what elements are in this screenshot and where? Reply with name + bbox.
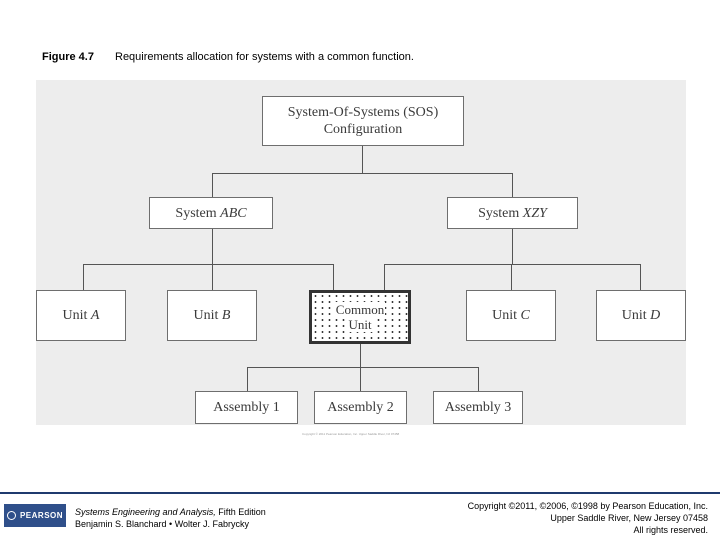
unit-b-box: Unit B <box>167 290 257 341</box>
figure-label: Figure 4.7 <box>42 51 94 63</box>
unit-a-box: Unit A <box>36 290 126 341</box>
unit-a-prefix: Unit <box>62 308 88 323</box>
sos-title-line1: System-Of-Systems (SOS) <box>287 105 439 120</box>
unit-c-name: C <box>520 308 530 323</box>
system-abc-name: ABC <box>220 205 247 221</box>
connector-to-assembly-2 <box>360 367 361 391</box>
connector-to-unit-d <box>640 264 641 290</box>
assembly-2-label: Assembly 2 <box>327 400 394 415</box>
connector-to-unit-b <box>212 264 213 290</box>
connector-common-down <box>360 344 361 367</box>
assembly-1-box: Assembly 1 <box>195 391 298 424</box>
footer-divider <box>0 492 720 494</box>
copyright-line-2: Upper Saddle River, New Jersey 07458 <box>550 513 708 523</box>
pearson-logo-text: PEARSON <box>19 511 64 520</box>
book-edition: Fifth Edition <box>215 507 266 517</box>
unit-b-name: B <box>221 308 231 323</box>
book-citation: Systems Engineering and Analysis, Fifth … <box>75 506 266 530</box>
unit-d-name: D <box>650 308 661 323</box>
connector-to-assembly-1 <box>247 367 248 391</box>
system-abc-box: System ABC <box>149 197 273 229</box>
connector-to-unit-a <box>83 264 84 290</box>
assembly-1-label: Assembly 1 <box>213 400 280 415</box>
unit-d-box: Unit D <box>596 290 686 341</box>
connector-root-down <box>362 146 363 173</box>
connector-to-assembly-3 <box>478 367 479 391</box>
figure-caption: Requirements allocation for systems with… <box>115 51 414 63</box>
connector-to-system-abc <box>212 173 213 197</box>
unit-c-box: Unit C <box>466 290 556 341</box>
connector-abc-bar <box>83 264 333 265</box>
connector-to-unit-c <box>511 264 512 290</box>
common-unit-line1: Common <box>334 302 386 317</box>
copyright-line-1: Copyright ©2011, ©2006, ©1998 by Pearson… <box>467 501 708 511</box>
assembly-2-box: Assembly 2 <box>314 391 407 424</box>
system-xzy-box: System XZY <box>447 197 578 229</box>
pearson-logo: PEARSON <box>4 504 66 527</box>
assembly-3-label: Assembly 3 <box>444 400 512 415</box>
book-title: Systems Engineering and Analysis, <box>75 507 216 517</box>
connector-systems-bar <box>212 173 513 174</box>
system-xzy-name: XZY <box>522 205 547 221</box>
unit-b-prefix: Unit <box>193 308 219 323</box>
copyright-line-3: All rights reserved. <box>633 525 708 535</box>
connector-abc-down <box>212 229 213 264</box>
assembly-3-box: Assembly 3 <box>433 391 523 424</box>
pearson-mark-icon <box>6 511 16 520</box>
book-authors: Benjamin S. Blanchard • Wolter J. Fabryc… <box>75 519 250 529</box>
common-unit-line2: Unit <box>347 317 373 332</box>
figure-copyright: Copyright © 2011 Pearson Education, Inc.… <box>302 432 400 436</box>
connector-assembly-bar <box>247 367 479 368</box>
sos-title-line2: Configuration <box>323 122 403 137</box>
sos-configuration-box: System-Of-Systems (SOS) Configuration <box>262 96 464 146</box>
unit-c-prefix: Unit <box>492 308 518 323</box>
common-unit-box: Common Unit <box>309 290 411 344</box>
connector-xzy-to-common <box>384 264 385 290</box>
connector-xzy-down <box>512 229 513 264</box>
connector-abc-to-common <box>333 264 334 290</box>
unit-a-name: A <box>90 308 100 323</box>
system-xzy-prefix: System <box>478 205 520 221</box>
connector-to-system-xzy <box>512 173 513 197</box>
copyright-notice: Copyright ©2011, ©2006, ©1998 by Pearson… <box>468 500 708 536</box>
connector-xzy-bar <box>384 264 640 265</box>
unit-d-prefix: Unit <box>621 308 647 323</box>
system-abc-prefix: System <box>175 205 217 221</box>
